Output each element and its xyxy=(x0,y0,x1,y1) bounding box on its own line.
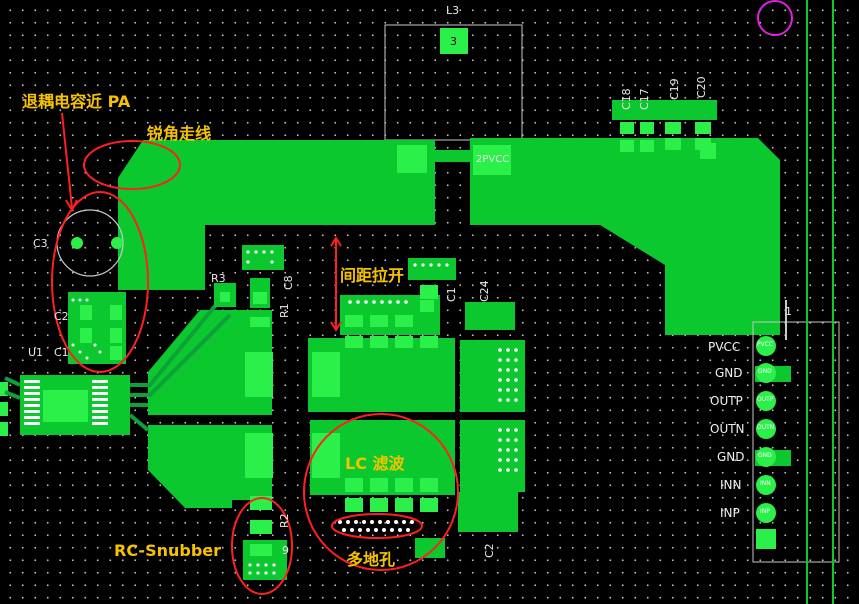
designator-c19: C19 xyxy=(668,78,681,100)
designator-c17: C17 xyxy=(638,88,651,110)
designator-c3: C3 xyxy=(33,237,48,250)
copper-pour xyxy=(458,492,518,532)
designator-connector-pin1: 1 xyxy=(785,305,792,318)
pad-label-outp: OUTP xyxy=(757,396,774,403)
capacitor-c3-pad[interactable] xyxy=(71,237,83,249)
designator-c11: C1 xyxy=(445,287,458,302)
copper-pad[interactable] xyxy=(473,145,511,175)
annotation-multi-via-label: 多地孔 xyxy=(347,550,396,569)
designator-c9: 9 xyxy=(282,544,289,557)
inductor-outline xyxy=(384,24,523,141)
copper-pour xyxy=(460,420,525,492)
designator-r1: R1 xyxy=(278,303,291,318)
copper-pour-top-left[interactable] xyxy=(118,140,435,290)
designator-r3: R3 xyxy=(211,272,226,285)
copper-pad[interactable] xyxy=(312,352,340,397)
designator-c2: C2 xyxy=(54,310,69,323)
review-markup xyxy=(51,112,459,595)
designator-c24: C24 xyxy=(478,280,491,302)
designator-r2: R2 xyxy=(278,513,291,528)
pad-label-outn: OUTN xyxy=(757,424,775,431)
pin-label-outp: OUTP xyxy=(710,394,743,408)
signal-traces xyxy=(4,298,232,432)
designator-c20: C20 xyxy=(695,76,708,98)
mounting-hole xyxy=(757,0,793,36)
copper-pad[interactable] xyxy=(245,433,273,478)
copper-pour xyxy=(460,340,525,412)
designator-c2x: C2 xyxy=(483,543,496,558)
copper-pad[interactable] xyxy=(312,433,340,478)
copper-pour-top-right[interactable] xyxy=(470,138,780,335)
copper-pour-middle[interactable] xyxy=(308,338,455,412)
annotation-lc-filter-label: LC 滤波 xyxy=(345,454,405,473)
copper-pad[interactable] xyxy=(397,145,427,173)
pin-label-inp: INP xyxy=(720,506,740,520)
chip-u1-thermal-pad xyxy=(43,390,88,422)
via-array xyxy=(246,250,518,575)
copper-bridge xyxy=(435,150,470,162)
pad-label-gnd: GND xyxy=(758,368,772,375)
copper-pour-middle-left[interactable] xyxy=(148,310,272,415)
copper-pour-bottom-middle[interactable] xyxy=(310,420,455,495)
annotation-rc-snubber-label: RC-Snubber xyxy=(114,541,222,560)
pin-label-inn: INN xyxy=(720,478,742,492)
designator-l3: L3 xyxy=(446,4,460,17)
pad-label-inp: INP xyxy=(760,508,770,515)
inductor-pad[interactable] xyxy=(440,28,468,54)
annotation-decoupling-label: 退耦电容近 PA xyxy=(22,92,131,111)
pin-label-pvcc: PVCC xyxy=(708,340,741,354)
pin-label-outn: OUTN xyxy=(710,422,745,436)
pad-label-gnd-2: GND xyxy=(758,452,772,459)
annotation-acute-trace-label: 锐角走线 xyxy=(147,124,212,143)
copper-pad[interactable] xyxy=(245,352,273,397)
decoupling-pads xyxy=(80,305,122,360)
copper-pour-bottom-left[interactable] xyxy=(148,425,272,508)
designator-c18: C18 xyxy=(620,88,633,110)
designator-l3-pad: 3 xyxy=(450,35,457,48)
capacitor-c3-pad[interactable] xyxy=(111,237,123,249)
pin-label-gnd-2: GND xyxy=(717,450,745,464)
pad-label-inn: INN xyxy=(760,480,771,487)
net-label-2pvcc: 2PVCC xyxy=(476,154,510,165)
designator-c1: C1 xyxy=(54,346,69,359)
connector-outline xyxy=(752,321,840,563)
annotation-spacing-label: 间距拉开 xyxy=(340,266,405,285)
pad-label-pvcc: PVCC xyxy=(757,341,774,348)
designator-c8: C8 xyxy=(282,275,295,290)
pin-label-gnd: GND xyxy=(715,366,743,380)
designator-u1: U1 xyxy=(28,346,44,359)
chip-u1-pins xyxy=(24,380,108,425)
